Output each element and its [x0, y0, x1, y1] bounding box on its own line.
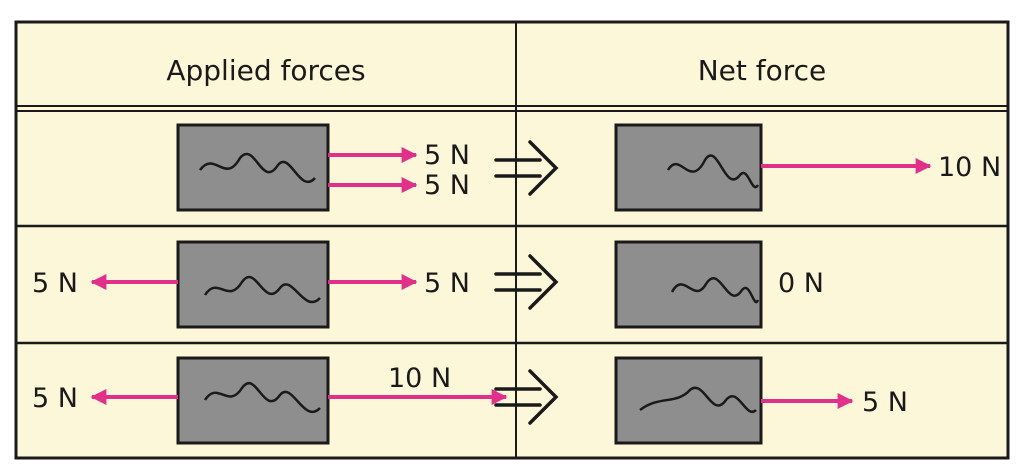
applied-label-right: 10 N	[388, 363, 451, 394]
block-texture	[203, 275, 321, 304]
block-applied	[176, 240, 330, 329]
equals-arrow-icon	[494, 140, 559, 196]
net-label: 5 N	[862, 387, 908, 418]
block-texture	[666, 154, 760, 189]
header-applied-forces: Applied forces	[166, 54, 365, 87]
net-label: 10 N	[938, 152, 1001, 183]
applied-label-upper: 5 N	[424, 140, 470, 171]
block-texture	[199, 152, 316, 183]
row-3: 5 N 10 N 5 N	[32, 356, 908, 445]
applied-label-left: 5 N	[32, 268, 78, 299]
equals-arrow-icon	[494, 369, 559, 425]
table-background	[14, 20, 1010, 460]
row-1: 5 N 5 N 10 N	[176, 123, 1001, 212]
block-net	[614, 240, 763, 329]
block-texture	[670, 277, 760, 304]
block-net	[614, 123, 763, 212]
applied-label-right: 5 N	[424, 268, 470, 299]
block-texture	[639, 386, 757, 414]
block-texture	[203, 381, 321, 413]
equals-arrow-icon	[494, 254, 559, 310]
block-applied	[176, 356, 330, 445]
header-net-force: Net force	[698, 54, 827, 87]
applied-label-lower: 5 N	[424, 170, 470, 201]
block-net	[614, 356, 763, 445]
applied-label-left: 5 N	[32, 383, 78, 414]
net-label: 0 N	[778, 268, 824, 299]
row-2: 5 N 5 N 0 N	[32, 240, 824, 329]
